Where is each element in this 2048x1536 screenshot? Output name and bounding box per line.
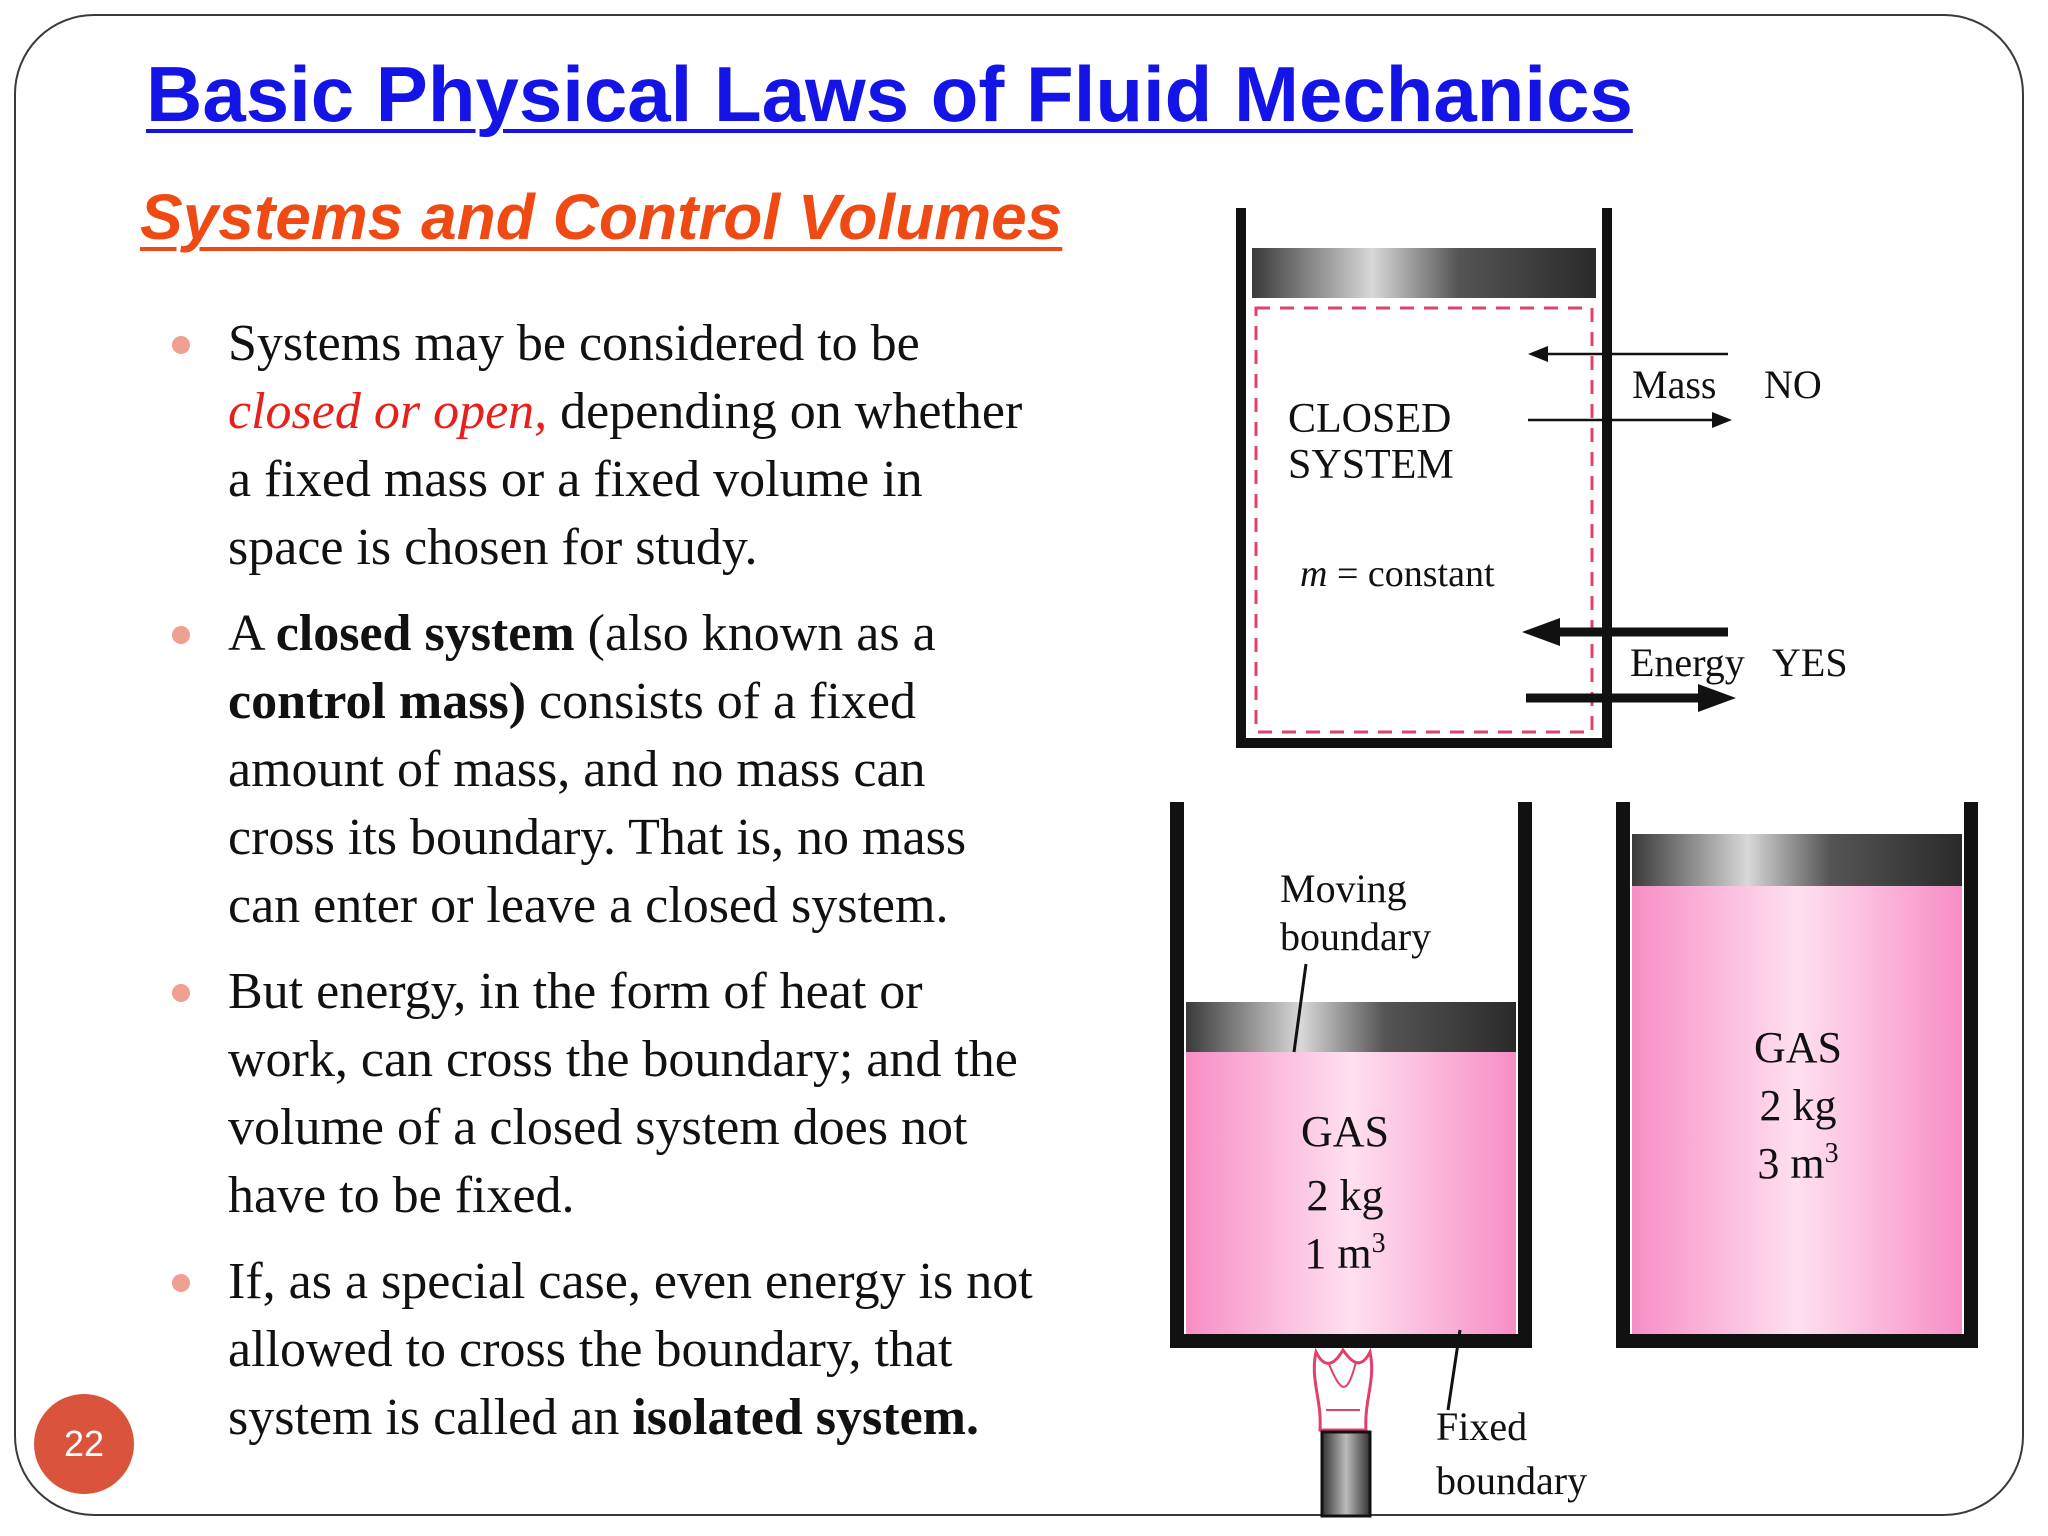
page-number-badge: 22: [34, 1394, 134, 1494]
energy-answer: YES: [1772, 640, 1848, 685]
moving-piston: [1186, 1002, 1516, 1052]
gas-mass: 2 kg: [1307, 1171, 1384, 1220]
closed-system-label: SYSTEM: [1288, 442, 1454, 488]
bullet-dot: [172, 984, 190, 1002]
piston: [1632, 834, 1962, 886]
mass-arrows: Mass NO: [1528, 346, 1822, 428]
mass-answer: NO: [1764, 362, 1822, 407]
mass-constant-label: m = constant: [1300, 553, 1495, 595]
bullet-item: If, as a special case, even energy is no…: [172, 1248, 1118, 1452]
bullet-dot: [172, 336, 190, 354]
piston: [1252, 248, 1596, 298]
bullet-dot: [172, 1274, 190, 1292]
slide-title: Basic Physical Laws of Fluid Mechanics: [146, 50, 1633, 138]
arrow-right-icon: [1698, 684, 1736, 712]
moving-boundary-label: boundary: [1280, 914, 1431, 959]
gas-region: [1632, 884, 1962, 1334]
closed-system-cylinder: CLOSED SYSTEM m = constant: [1236, 208, 1612, 748]
gas-region: [1186, 1050, 1516, 1334]
gas-mass: 2 kg: [1760, 1081, 1837, 1130]
slide-frame: [14, 14, 2024, 1516]
bullet-item: Systems may be considered to be closed o…: [172, 310, 1118, 582]
arrow-left-icon: [1522, 618, 1560, 646]
mass-label: Mass: [1632, 362, 1716, 407]
gas-volume: 3 m3: [1757, 1138, 1838, 1188]
bullet-dot: [172, 626, 190, 644]
fixed-boundary-label: Fixed: [1436, 1404, 1527, 1449]
leader-line: [1446, 1329, 1462, 1411]
flame-icon: [1312, 1347, 1374, 1432]
gas-volume: 1 m3: [1304, 1228, 1385, 1278]
leader-line: [1292, 963, 1308, 1053]
gas-cylinder-right: GAS 2 kg 3 m3: [1616, 802, 1978, 1348]
closed-system-label: CLOSED: [1288, 396, 1451, 442]
energy-arrows: Energy YES: [1522, 618, 1848, 712]
bullet-item: A closed system (also known as a control…: [172, 600, 1118, 940]
gas-label: GAS: [1754, 1023, 1842, 1072]
bullet-item: But energy, in the form of heat or work,…: [172, 958, 1118, 1230]
arrow-left-icon: [1528, 346, 1548, 362]
energy-label: Energy: [1630, 640, 1745, 685]
burner-pipe: [1320, 1430, 1372, 1518]
fixed-boundary-label: boundary: [1436, 1458, 1587, 1503]
system-boundary: [1254, 306, 1594, 734]
emphasis-text: closed or open,: [228, 383, 548, 440]
slide-subtitle: Systems and Control Volumes: [140, 181, 1063, 253]
moving-boundary-label: Moving: [1280, 866, 1407, 911]
gas-cylinder-left: Moving boundary GAS 2 kg 1 m3 Fixed boun…: [1170, 802, 1587, 1518]
gas-label: GAS: [1301, 1107, 1389, 1156]
arrow-right-icon: [1712, 412, 1732, 428]
